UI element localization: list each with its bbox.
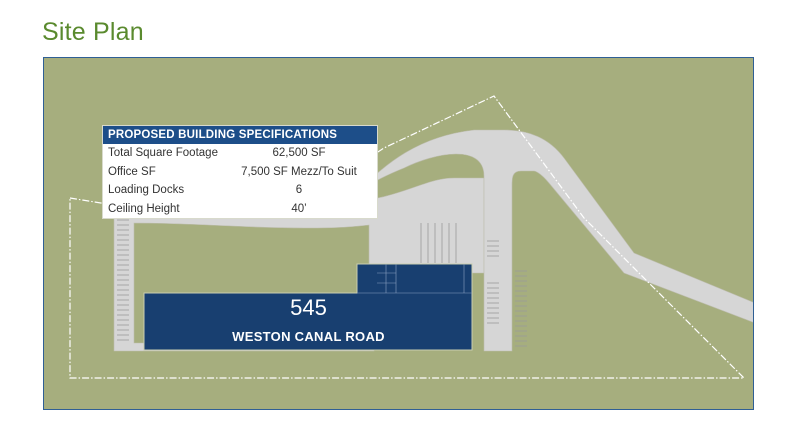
spec-row: Office SF 7,500 SF Mezz/To Suit <box>103 163 377 182</box>
spec-value: 40’ <box>291 202 307 215</box>
building-label: 545 WESTON CANAL ROAD <box>145 0 472 437</box>
spec-value: 7,500 SF Mezz/To Suit <box>241 165 357 178</box>
spec-row: Loading Docks 6 <box>103 181 377 200</box>
building-footprint <box>143 263 473 351</box>
spec-label: Total Square Footage <box>108 147 218 160</box>
spec-label: Ceiling Height <box>108 202 180 215</box>
spec-value: 6 <box>295 184 303 197</box>
building-name: WESTON CANAL ROAD <box>232 329 385 344</box>
loading-docks <box>420 223 457 263</box>
site-plan-drawing <box>69 95 753 379</box>
spec-value: 62,500 SF <box>272 147 326 160</box>
parking-right <box>487 240 527 347</box>
site-map: PROPOSED BUILDING SPECIFICATIONS Total S… <box>43 57 754 410</box>
spec-row: Ceiling Height 40’ <box>103 200 377 219</box>
specifications-table: PROPOSED BUILDING SPECIFICATIONS Total S… <box>102 125 378 219</box>
page-title: Site Plan <box>42 18 144 46</box>
spec-label: Loading Docks <box>108 184 185 197</box>
specifications-header: PROPOSED BUILDING SPECIFICATIONS <box>103 126 377 144</box>
parking-left <box>117 209 129 341</box>
spec-row: Total Square Footage 62,500 SF <box>103 144 377 163</box>
building-number: 545 <box>290 295 327 320</box>
spec-label: Office SF <box>108 165 156 178</box>
